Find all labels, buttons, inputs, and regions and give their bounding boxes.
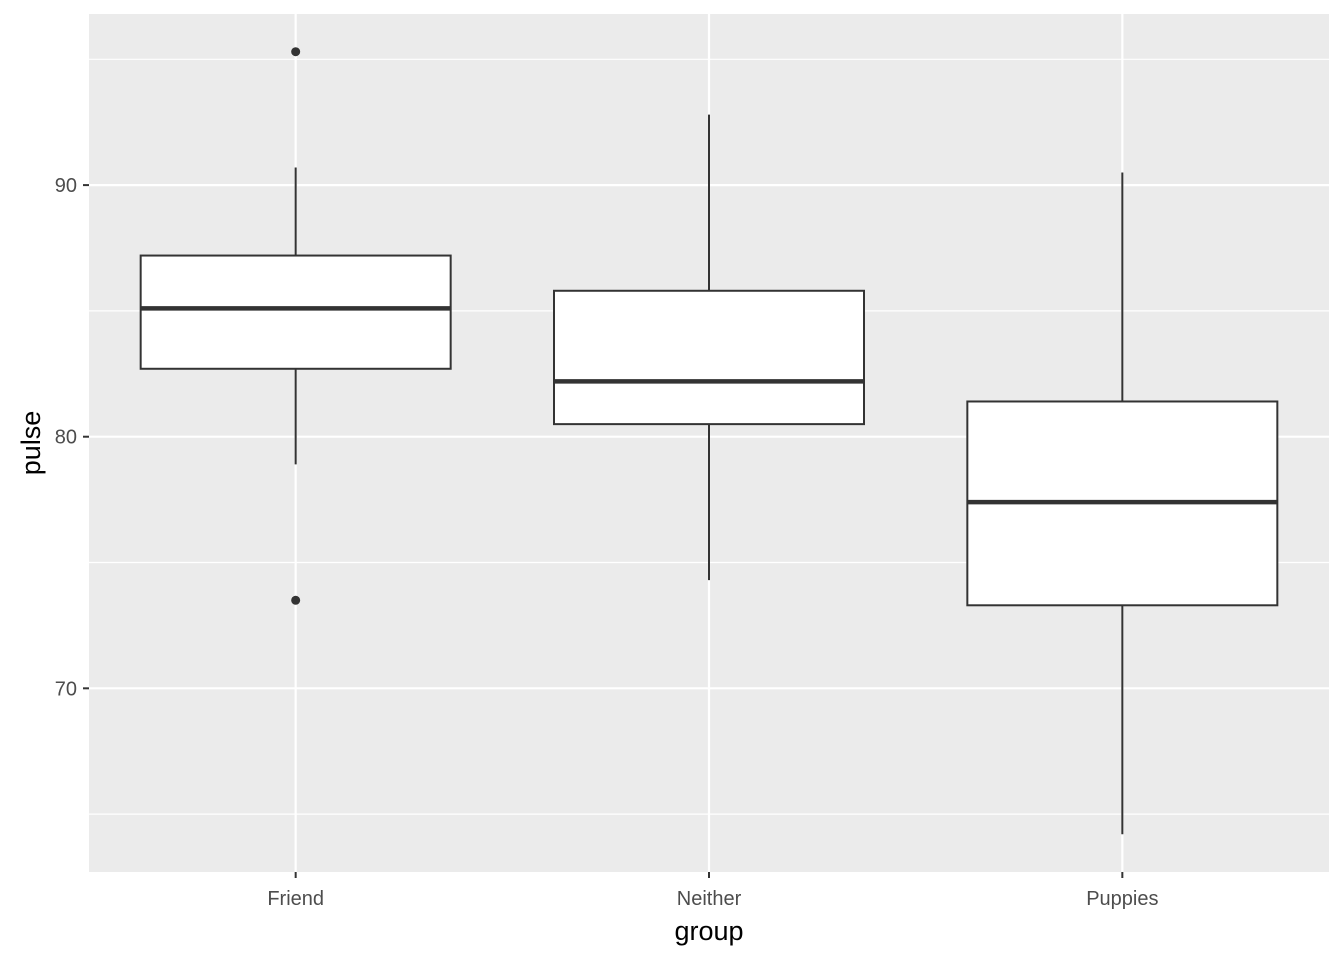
x-tick-label: Neither [677,888,742,910]
y-axis: 70 80 90 [55,175,89,700]
y-tick-label: 90 [55,175,77,197]
x-tick-label: Friend [267,888,324,910]
x-axis: Friend Neither Puppies [267,872,1158,910]
y-tick-label: 80 [55,427,77,449]
box-puppies [966,172,1279,835]
outlier-point [291,47,301,57]
box-body [553,289,865,426]
x-tick-label: Puppies [1086,888,1158,910]
y-axis-title: pulse [16,411,46,476]
y-tick-label: 70 [55,678,77,700]
x-axis-title: group [674,916,743,946]
outlier-point [291,595,301,605]
box-body [139,254,452,370]
boxes [139,47,1279,835]
box-neither [553,114,865,581]
box-friend [139,47,452,605]
